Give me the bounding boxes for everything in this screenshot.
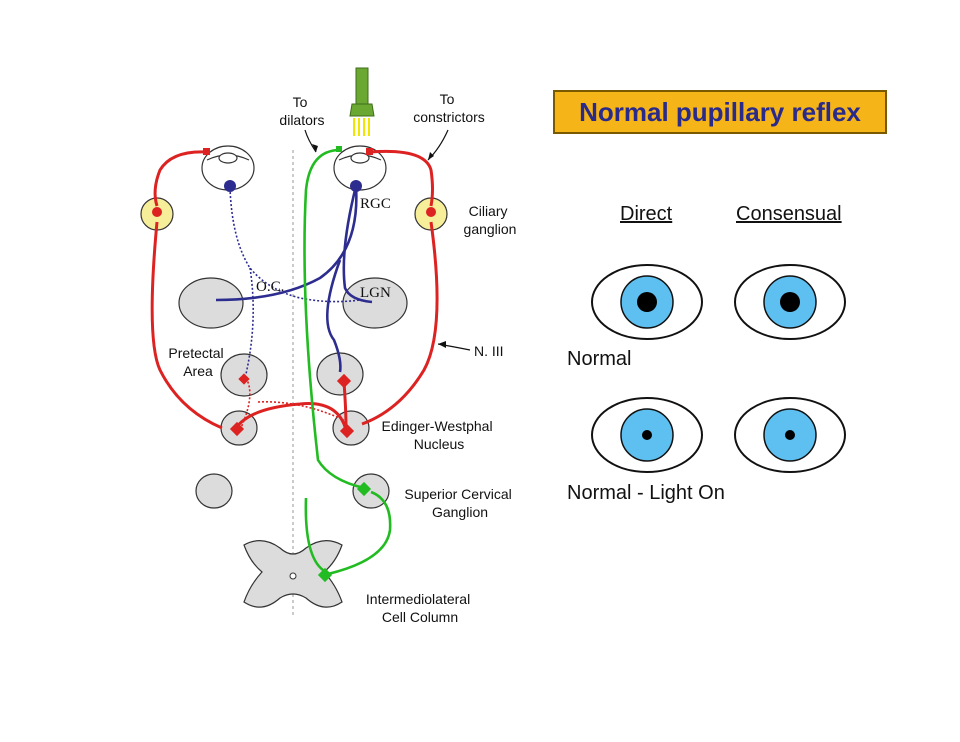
edinger-westphal-label: Edinger-Westphal Nucleus bbox=[382, 418, 497, 452]
sympathetic-pathway bbox=[303, 148, 392, 576]
eye-normal-direct bbox=[591, 264, 703, 340]
pupil-dilated bbox=[780, 292, 800, 312]
to-constrictors-label: To constrictors bbox=[413, 91, 485, 125]
row-normal: Normal bbox=[567, 348, 632, 370]
pupil-dilated bbox=[637, 292, 657, 312]
superior-cervical-ganglion-label: Superior Cervical Ganglion bbox=[404, 486, 515, 520]
right-scg bbox=[352, 473, 390, 509]
right-pretectal-ellipse bbox=[316, 352, 364, 396]
to-dilators-label: To dilators bbox=[279, 94, 324, 128]
n3-label: N. III bbox=[474, 343, 504, 359]
rgc-label: RGC bbox=[360, 196, 391, 212]
parasympathetic-pathway bbox=[150, 149, 439, 431]
lgn-label: LGN bbox=[360, 285, 391, 301]
pretectal-area-label: Pretectal Area bbox=[168, 345, 227, 379]
ciliary-ganglion-label: Ciliary ganglion bbox=[464, 203, 517, 237]
page-title: Normal pupillary reflex bbox=[579, 96, 861, 127]
column-direct: Direct bbox=[620, 203, 673, 225]
row-light-on: Normal - Light On bbox=[567, 482, 725, 504]
intermediolateral-label: Intermediolateral Cell Column bbox=[366, 591, 474, 625]
flashlight-icon bbox=[349, 67, 375, 136]
left-lgn-ellipse bbox=[178, 277, 244, 329]
left-scg bbox=[195, 473, 233, 509]
eye-normal-consensual bbox=[734, 264, 846, 340]
eye-light-on-direct bbox=[591, 397, 703, 473]
title-box: Normal pupillary reflex bbox=[553, 90, 887, 134]
pupil-constricted bbox=[642, 430, 652, 440]
right-lgn-ellipse bbox=[342, 277, 408, 329]
eye-light-on-consensual bbox=[734, 397, 846, 473]
afferent-pathway bbox=[215, 185, 373, 373]
oc-label: O.C. bbox=[256, 279, 284, 295]
pupil-constricted bbox=[785, 430, 795, 440]
column-consensual: Consensual bbox=[736, 203, 842, 225]
